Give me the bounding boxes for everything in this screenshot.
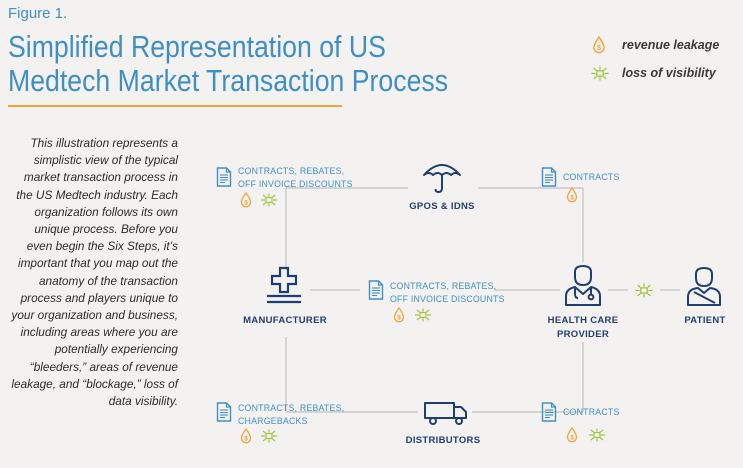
umbrella-icon [423,164,461,193]
node-distributors: DISTRIBUTORS [405,435,481,446]
revenue-leakage-drop-icon [240,428,252,444]
figure-label: Figure 1. [8,5,68,22]
page-title: Simplified Representation of US Medtech … [8,30,448,98]
legend-revenue-leakage: revenue leakage [622,38,720,52]
node-label-line: PROVIDER [556,329,610,340]
edge-label-gpos-provider: CONTRACTS [563,172,620,182]
edge-label-mfr-dist: CONTRACTS, REBATES, CHARGEBACKS [238,402,344,427]
node-gpos-idns: GPOS & IDNS [409,201,475,212]
node-health-care-provider: HEALTH CARE PROVIDER [533,314,633,342]
title-underline [8,105,342,107]
edge-label-line: CONTRACTS, REBATES, [238,403,345,413]
document-icon [368,280,384,300]
loss-of-visibility-burst-icon [414,308,432,322]
truck-icon [424,402,467,425]
legend-loss-of-visibility: loss of visibility [622,66,716,80]
patient-icon [687,267,721,306]
loss-of-visibility-burst-icon [634,283,654,298]
document-icon [216,167,232,187]
revenue-leakage-drop-icon [566,427,578,443]
document-icon [216,402,232,422]
edge-label-line: OFF INVOICE DISCOUNTS [238,178,353,189]
loss-of-visibility-burst-icon [260,193,278,207]
node-patient: PATIENT [684,315,726,326]
node-label-line: HEALTH CARE [547,315,619,326]
description-text: This illustration represents a simplisti… [11,136,178,409]
revenue-leakage-drop-icon [393,307,405,323]
medical-cross-building-icon [267,266,301,304]
edge-label-mfr-gpos: CONTRACTS, REBATES, OFF INVOICE DISCOUNT… [238,165,353,190]
edge-label-line: CHARGEBACKS [238,415,308,426]
edge-label-dist-provider: CONTRACTS [563,407,620,417]
edge-label-mfr-provider: CONTRACTS, REBATES, OFF INVOICE DISCOUNT… [390,280,505,305]
document-icon [541,167,557,187]
edge-label-line: CONTRACTS, REBATES, [390,281,497,291]
doctor-icon [565,265,601,306]
edge-label-line: CONTRACTS, REBATES, [238,166,345,176]
title-line-2: Medtech Market Transaction Process [8,63,449,98]
node-manufacturer: MANUFACTURER [243,315,327,326]
document-icon [541,402,557,422]
title-line-1: Simplified Representation of US [8,29,386,64]
revenue-leakage-drop-icon [240,192,252,208]
loss-of-visibility-burst-icon [260,429,278,443]
loss-of-visibility-burst-icon [588,428,606,442]
revenue-leakage-drop-icon [566,187,578,203]
edge-label-line: OFF INVOICE DISCOUNTS [390,293,505,304]
